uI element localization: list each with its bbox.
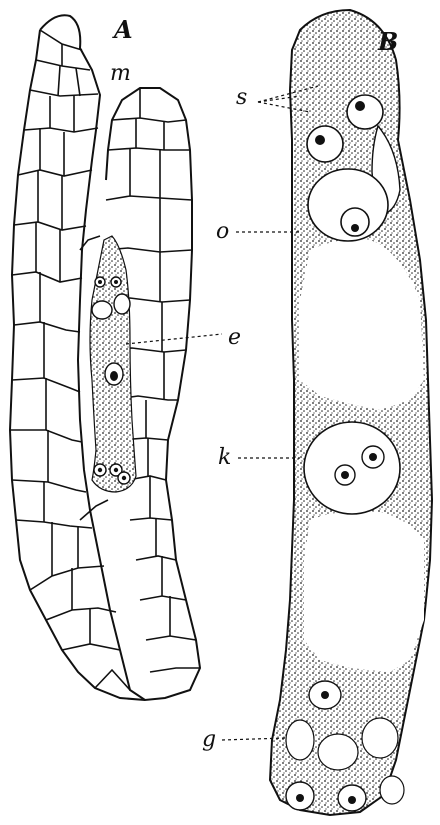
- panel-b-embryo-sac: [222, 10, 432, 815]
- label-panel-b: B: [377, 27, 398, 56]
- label-k: k: [218, 445, 231, 470]
- leader-line-e: [126, 334, 222, 344]
- label-panel-a: A: [112, 15, 133, 44]
- panel-b-central-nucleus: [304, 422, 400, 514]
- panel-b-outline: [270, 10, 432, 815]
- label-m: m: [110, 61, 131, 86]
- label-g: g: [202, 727, 216, 752]
- label-e: e: [228, 325, 241, 350]
- panel-b-vacuole-lower: [304, 511, 424, 672]
- label-o: o: [216, 219, 229, 244]
- label-s: s: [236, 85, 247, 110]
- panel-a-ovule: [10, 15, 222, 700]
